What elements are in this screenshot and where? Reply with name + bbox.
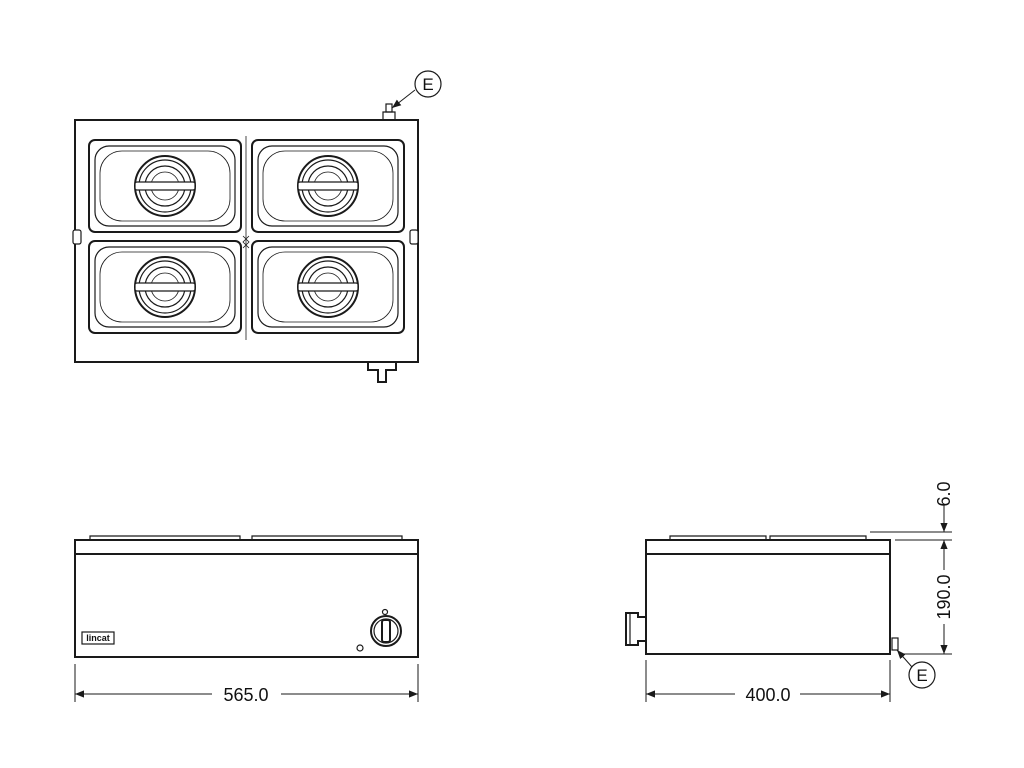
well-top-left (88, 139, 242, 233)
brand-logo (81, 631, 115, 645)
front-body (74, 553, 419, 658)
well-bottom-left (88, 240, 242, 334)
front-view: lincat 565.0 (74, 535, 419, 705)
side-body (645, 553, 891, 655)
callout-e-top (414, 70, 442, 98)
dimension-width: 565.0 (223, 685, 268, 705)
side-knob (625, 612, 646, 646)
dimension-lid-height: 6.0 (934, 481, 954, 506)
dimension-depth: 400.0 (745, 685, 790, 705)
callout-e-top-label: E (422, 75, 433, 94)
brand-logo-text: lincat (86, 633, 110, 643)
dimension-height: 190.0 (934, 574, 954, 619)
callout-e-side (908, 661, 936, 689)
indicator-light (356, 644, 364, 652)
top-view: E (72, 70, 442, 383)
well-top-right (251, 139, 405, 233)
control-knob (370, 615, 402, 647)
callout-e-side-label: E (916, 666, 927, 685)
well-bottom-right (251, 240, 405, 334)
side-view: E 400.0 6.0 190.0 (625, 481, 954, 705)
